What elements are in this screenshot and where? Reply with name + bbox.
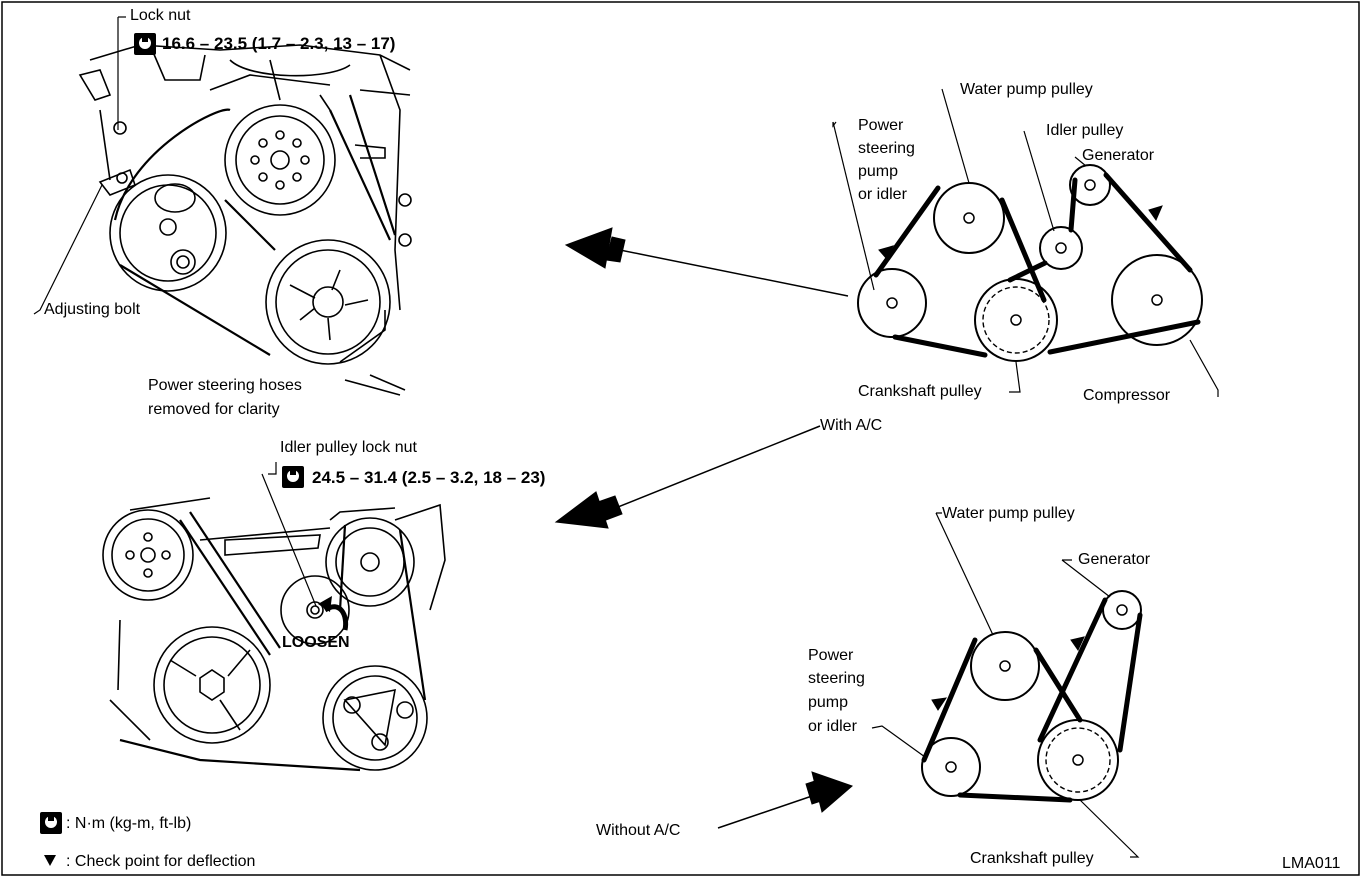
torque-wrench-icon (282, 466, 304, 488)
wac-compressor-label: Compressor (1083, 387, 1171, 404)
without-ac-caption: Without A/C (596, 822, 681, 839)
adjusting-bolt-label: Adjusting bolt (44, 301, 141, 318)
legend-torque-units: : N·m (kg-m, ft-lb) (66, 815, 192, 832)
schematic-without-ac (871, 512, 1143, 858)
leaders-top (33, 16, 126, 315)
wac-generator-label: Generator (1082, 147, 1155, 164)
woac-generator-label: Generator (1078, 551, 1151, 568)
loosen-arrowhead (318, 596, 332, 612)
wac-crankshaft-label: Crankshaft pulley (858, 383, 982, 400)
woac-ps-line2: steering (808, 670, 865, 687)
idler-lock-nut-torque: 24.5 – 31.4 (2.5 – 3.2, 18 – 23) (312, 468, 546, 487)
pointer-arrows (554, 227, 853, 829)
idler-lock-nut-label: Idler pulley lock nut (280, 439, 417, 456)
wac-ps-line3: pump (858, 163, 899, 180)
torque-wrench-icon (134, 33, 156, 55)
legend-check-point: : Check point for deflection (66, 853, 256, 870)
wac-water-pump-label: Water pump pulley (960, 81, 1093, 98)
woac-ps-line4: or idler (808, 718, 857, 735)
loosen-label: LOOSEN (282, 634, 350, 651)
engine-drawing-top (78, 44, 412, 396)
with-ac-caption: With A/C (820, 417, 883, 434)
schematic-with-ac (832, 88, 1219, 397)
wac-ps-line1: Power (858, 117, 904, 134)
woac-ps-line1: Power (808, 647, 854, 664)
legend-triangle-icon (44, 855, 56, 866)
wac-ps-line4: or idler (858, 186, 907, 203)
wac-ps-line2: steering (858, 140, 915, 157)
hoses-note-line2: removed for clarity (148, 401, 280, 418)
leaders-bottom (261, 462, 317, 607)
woac-water-pump-label: Water pump pulley (942, 505, 1075, 522)
torque-wrench-icon (40, 812, 62, 834)
hoses-note-line1: Power steering hoses (148, 377, 302, 394)
woac-ps-line3: pump (808, 694, 849, 711)
lock-nut-torque: 16.6 – 23.5 (1.7 – 2.3, 13 – 17) (162, 34, 396, 53)
engine-drawing-bottom (102, 497, 446, 772)
figure-id: LMA011 (1282, 855, 1341, 872)
lock-nut-label: Lock nut (130, 7, 191, 24)
woac-crankshaft-label: Crankshaft pulley (970, 850, 1094, 867)
wac-idler-label: Idler pulley (1046, 122, 1124, 139)
